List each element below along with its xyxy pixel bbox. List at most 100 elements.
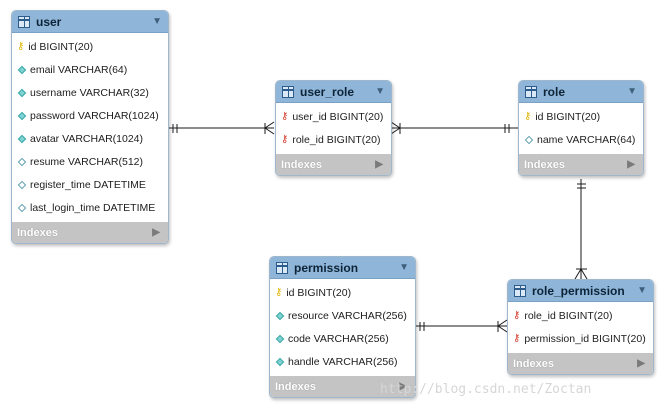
nullable-column-icon (524, 135, 534, 144)
table-user[interactable]: user ▼ ⚷id BIGINT(20) email VARCHAR(64) … (11, 10, 169, 244)
column-row[interactable]: code VARCHAR(256) (270, 327, 415, 350)
primary-key-icon: ⚷ (17, 40, 25, 52)
column-label: code VARCHAR(256) (288, 332, 389, 345)
table-header[interactable]: user ▼ (12, 11, 168, 33)
table-header[interactable]: role_permission ▼ (508, 280, 653, 302)
column-icon (17, 65, 27, 74)
chevron-down-icon[interactable]: ▼ (637, 285, 647, 296)
table-title: role_permission (532, 283, 625, 298)
column-icon (275, 357, 285, 366)
indexes-section[interactable]: Indexes ▶ (270, 376, 415, 397)
table-role-permission[interactable]: role_permission ▼ ⚷role_id BIGINT(20) ⚷p… (507, 279, 654, 375)
chevron-right-icon[interactable]: ▶ (399, 381, 407, 392)
table-header[interactable]: role ▼ (519, 81, 643, 103)
column-row[interactable]: ⚷permission_id BIGINT(20) (508, 327, 653, 350)
chevron-down-icon[interactable]: ▼ (375, 86, 385, 97)
column-label: permission_id BIGINT(20) (524, 332, 646, 345)
indexes-label: Indexes (281, 158, 322, 171)
column-label: email VARCHAR(64) (30, 63, 128, 76)
table-header[interactable]: user_role ▼ (276, 81, 391, 103)
relationship-role-role-permission[interactable] (574, 179, 588, 280)
indexes-label: Indexes (513, 357, 554, 370)
relationship-user-user-role[interactable] (168, 121, 275, 135)
column-row[interactable]: ⚷id BIGINT(20) (519, 105, 643, 128)
chevron-down-icon[interactable]: ▼ (399, 262, 409, 273)
foreign-key-icon: ⚷ (281, 110, 289, 122)
table-icon (18, 15, 30, 28)
foreign-key-icon: ⚷ (513, 332, 521, 344)
relationship-permission-role-permission[interactable] (415, 319, 508, 333)
nullable-column-icon (17, 180, 27, 189)
foreign-key-icon: ⚷ (513, 309, 521, 321)
watermark: http://blog.csdn.net/Zoctan (380, 382, 592, 397)
column-row[interactable]: register_time DATETIME (12, 173, 168, 196)
indexes-section[interactable]: Indexes ▶ (12, 222, 168, 243)
column-label: id BIGINT(20) (535, 110, 601, 123)
column-label: username VARCHAR(32) (30, 86, 149, 99)
column-label: handle VARCHAR(256) (288, 355, 398, 368)
table-icon (282, 85, 294, 98)
indexes-section[interactable]: Indexes ▶ (519, 154, 643, 175)
chevron-right-icon[interactable]: ▶ (637, 358, 645, 369)
column-row[interactable]: ⚷role_id BIGINT(20) (508, 304, 653, 327)
indexes-label: Indexes (275, 380, 316, 393)
primary-key-icon: ⚷ (524, 110, 532, 122)
column-row[interactable]: ⚷id BIGINT(20) (12, 35, 168, 58)
indexes-label: Indexes (524, 158, 565, 171)
indexes-section[interactable]: Indexes ▶ (508, 353, 653, 374)
table-icon (525, 85, 537, 98)
table-header[interactable]: permission ▼ (270, 257, 415, 279)
column-icon (17, 111, 27, 120)
column-label: resume VARCHAR(512) (30, 155, 144, 168)
table-title: user (36, 14, 62, 29)
column-label: password VARCHAR(1024) (30, 109, 159, 122)
column-label: role_id BIGINT(20) (292, 133, 381, 146)
column-label: name VARCHAR(64) (537, 133, 636, 146)
column-row[interactable]: avatar VARCHAR(1024) (12, 127, 168, 150)
column-row[interactable]: ⚷id BIGINT(20) (270, 281, 415, 304)
column-label: id BIGINT(20) (28, 40, 94, 53)
column-icon (17, 134, 27, 143)
chevron-down-icon[interactable]: ▼ (152, 16, 162, 27)
column-label: role_id BIGINT(20) (524, 309, 613, 322)
column-label: register_time DATETIME (30, 178, 146, 191)
relationship-role-user-role[interactable] (390, 121, 518, 135)
table-icon (514, 284, 526, 297)
table-user-role[interactable]: user_role ▼ ⚷user_id BIGINT(20) ⚷role_id… (275, 80, 392, 176)
column-row[interactable]: handle VARCHAR(256) (270, 350, 415, 373)
column-label: resource VARCHAR(256) (288, 309, 407, 322)
column-row[interactable]: resume VARCHAR(512) (12, 150, 168, 173)
column-row[interactable]: resource VARCHAR(256) (270, 304, 415, 327)
column-label: user_id BIGINT(20) (292, 110, 384, 123)
table-title: role (543, 84, 566, 99)
table-role[interactable]: role ▼ ⚷id BIGINT(20) name VARCHAR(64) I… (518, 80, 644, 176)
chevron-right-icon[interactable]: ▶ (152, 227, 160, 238)
table-title: user_role (300, 84, 355, 99)
column-label: last_login_time DATETIME (30, 201, 156, 214)
column-row[interactable]: name VARCHAR(64) (519, 128, 643, 151)
table-title: permission (294, 260, 359, 275)
chevron-right-icon[interactable]: ▶ (627, 159, 635, 170)
column-label: id BIGINT(20) (286, 286, 352, 299)
column-icon (17, 88, 27, 97)
indexes-section[interactable]: Indexes ▶ (276, 154, 391, 175)
column-row[interactable]: ⚷user_id BIGINT(20) (276, 105, 391, 128)
indexes-label: Indexes (17, 226, 58, 239)
column-row[interactable]: last_login_time DATETIME (12, 196, 168, 219)
table-icon (276, 261, 288, 274)
foreign-key-icon: ⚷ (281, 133, 289, 145)
column-icon (275, 334, 285, 343)
nullable-column-icon (17, 157, 27, 166)
column-row[interactable]: ⚷role_id BIGINT(20) (276, 128, 391, 151)
nullable-column-icon (17, 203, 27, 212)
column-row[interactable]: email VARCHAR(64) (12, 58, 168, 81)
column-label: avatar VARCHAR(1024) (30, 132, 144, 145)
column-icon (275, 311, 285, 320)
table-permission[interactable]: permission ▼ ⚷id BIGINT(20) resource VAR… (269, 256, 416, 398)
column-row[interactable]: password VARCHAR(1024) (12, 104, 168, 127)
column-row[interactable]: username VARCHAR(32) (12, 81, 168, 104)
chevron-right-icon[interactable]: ▶ (375, 159, 383, 170)
chevron-down-icon[interactable]: ▼ (627, 86, 637, 97)
primary-key-icon: ⚷ (275, 286, 283, 298)
